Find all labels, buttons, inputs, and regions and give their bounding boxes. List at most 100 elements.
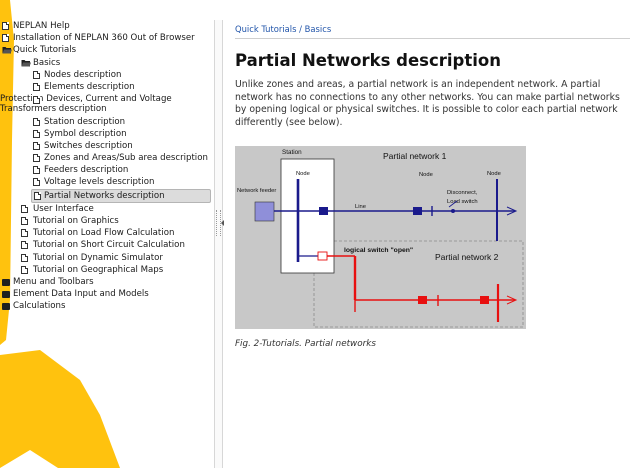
network-feeder-symbol — [254, 201, 275, 222]
nav-item-quick-tutorials[interactable]: Quick Tutorials — [0, 44, 213, 56]
nav-item-label: User Interface — [33, 203, 94, 214]
breadcrumb-separator: / — [299, 24, 302, 34]
breadcrumb-link-basics[interactable]: Basics — [304, 24, 332, 34]
page-icon — [33, 166, 40, 175]
nav-item-basics[interactable]: Basics — [0, 57, 213, 69]
nav-item-tutorial-on-geographical-maps[interactable]: Tutorial on Geographical Maps — [0, 264, 213, 276]
splitter-grip[interactable] — [216, 210, 221, 236]
disconnect-label: Disconnect, — [447, 190, 478, 196]
page-icon — [21, 204, 28, 213]
open-folder-icon — [21, 59, 31, 67]
nav-item-label: Tutorial on Load Flow Calculation — [33, 228, 175, 239]
nav-item-feeders-description[interactable]: Feeders description — [0, 164, 213, 176]
nav-item-label: Voltage levels description — [44, 177, 155, 188]
page-icon — [34, 191, 41, 200]
page-icon — [2, 22, 9, 30]
pane-splitter[interactable] — [214, 20, 224, 468]
nav-item-label: Station description — [44, 116, 126, 127]
breaker-red-1 — [418, 296, 427, 304]
nav-item-zones-and-areas-sub-area-description[interactable]: Zones and Areas/Sub area description — [0, 152, 213, 164]
nav-item-label: Zones and Areas/Sub area description — [44, 153, 208, 164]
page-icon — [21, 265, 28, 274]
nav-item-label: Calculations — [13, 301, 66, 312]
collapse-arrow-icon[interactable] — [221, 220, 224, 226]
nav-item-label: Tutorial on Geographical Maps — [33, 264, 164, 275]
breaker-blue-1 — [319, 207, 328, 215]
page-icon — [21, 217, 28, 226]
nav-item-partial-networks-description[interactable]: Partial Networks description — [31, 188, 211, 203]
nav-item-voltage-levels-description[interactable]: Voltage levels description — [0, 176, 213, 188]
nav-item-nodes-description[interactable]: Nodes description — [0, 69, 213, 81]
nav-item-label: Protection Devices, Current and Voltage … — [0, 94, 172, 115]
nav-item-label: Menu and Toolbars — [13, 276, 94, 287]
nav-item-label: Element Data Input and Models — [13, 289, 149, 300]
logical-switch-label: logical switch "open" — [344, 247, 413, 254]
partial-networks-figure: Station Partial network 1 Node Node Node… — [235, 146, 526, 329]
nav-item-tutorial-on-load-flow-calculation[interactable]: Tutorial on Load Flow Calculation — [0, 227, 213, 239]
figure-caption: Fig. 2-Tutorials. Partial networks — [235, 339, 376, 349]
network-feeder-label: Network feeder — [237, 188, 276, 194]
nav-item-label: Switches description — [44, 140, 133, 151]
partial-network-2-region — [313, 240, 524, 328]
nav-item-label: Tutorial on Graphics — [33, 216, 119, 227]
nav-item-user-interface[interactable]: User Interface — [0, 203, 213, 215]
nav-item-tutorial-on-dynamic-simulator[interactable]: Tutorial on Dynamic Simulator — [0, 252, 213, 264]
nav-item-label: Quick Tutorials — [13, 45, 77, 56]
nav-item-label: Symbol description — [44, 128, 127, 139]
breaker-red-2 — [480, 296, 489, 304]
logical-switch-open — [317, 251, 328, 261]
open-folder-icon — [2, 46, 12, 54]
breadcrumb: Quick Tutorials / Basics — [235, 24, 630, 34]
nav-item-label: Nodes description — [44, 69, 122, 80]
node-label-right: Node — [487, 171, 501, 177]
page-icon — [33, 117, 40, 126]
page-description: Unlike zones and areas, a partial networ… — [235, 79, 620, 128]
nav-item-label: Tutorial on Short Circuit Calculation — [33, 240, 185, 251]
node-label-middle: Node — [419, 172, 433, 178]
page-icon — [33, 154, 40, 163]
nav-item-switches-description[interactable]: Switches description — [0, 140, 213, 152]
nav-item-label: Elements description — [44, 81, 135, 92]
nav-item-label: Installation of NEPLAN 360 Out of Browse… — [13, 33, 195, 44]
nav-item-label: NEPLAN Help — [13, 21, 70, 31]
load-switch-label: Load switch — [447, 199, 478, 205]
page-icon — [33, 96, 40, 105]
page-icon — [33, 129, 40, 138]
content-pane: Quick Tutorials / Basics Partial Network… — [235, 24, 630, 129]
nav-item-label: Partial Networks description — [44, 190, 165, 201]
breaker-blue-2 — [413, 207, 422, 215]
page-icon — [33, 82, 40, 91]
page-icon — [33, 141, 40, 150]
nav-item-label: Feeders description — [44, 165, 129, 176]
page-icon — [21, 253, 28, 262]
nav-item-station-description[interactable]: Station description — [0, 116, 213, 128]
station-label: Station — [282, 149, 302, 156]
nav-item-tutorial-on-short-circuit-calculation[interactable]: Tutorial on Short Circuit Calculation — [0, 239, 213, 251]
nav-item-elements-description[interactable]: Elements description — [0, 81, 213, 93]
page-icon — [21, 229, 28, 238]
partial-network-1-label: Partial network 1 — [383, 151, 447, 161]
page-title: Partial Networks description — [235, 51, 501, 70]
nav-item-installation-of-neplan-360-out-of-browser[interactable]: Installation of NEPLAN 360 Out of Browse… — [0, 32, 213, 44]
nav-item-calculations[interactable]: Calculations — [0, 300, 213, 312]
breadcrumb-link-quick-tutorials[interactable]: Quick Tutorials — [235, 24, 297, 34]
nav-item-label: Tutorial on Dynamic Simulator — [33, 252, 163, 263]
nav-item-symbol-description[interactable]: Symbol description — [0, 128, 213, 140]
nav-item-element-data-input-and-models[interactable]: Element Data Input and Models — [0, 288, 213, 300]
book-icon — [2, 278, 10, 286]
book-icon — [2, 303, 10, 311]
page-icon — [33, 178, 40, 187]
book-icon — [2, 291, 10, 299]
nav-item-protection-devices-current-and-voltage-transformers-description[interactable]: Protection Devices, Current and Voltage … — [0, 93, 213, 115]
nav-item-tutorial-on-graphics[interactable]: Tutorial on Graphics — [0, 215, 213, 227]
partial-network-2-label: Partial network 2 — [435, 252, 499, 262]
nav-item-menu-and-toolbars[interactable]: Menu and Toolbars — [0, 276, 213, 288]
nav-item-neplan-help[interactable]: NEPLAN Help — [0, 20, 213, 32]
nav-item-label: Basics — [33, 57, 61, 68]
page-icon — [33, 70, 40, 79]
breadcrumb-divider — [235, 38, 630, 39]
line-label: Line — [355, 204, 366, 210]
page-icon — [2, 34, 9, 43]
page-icon — [21, 241, 28, 250]
